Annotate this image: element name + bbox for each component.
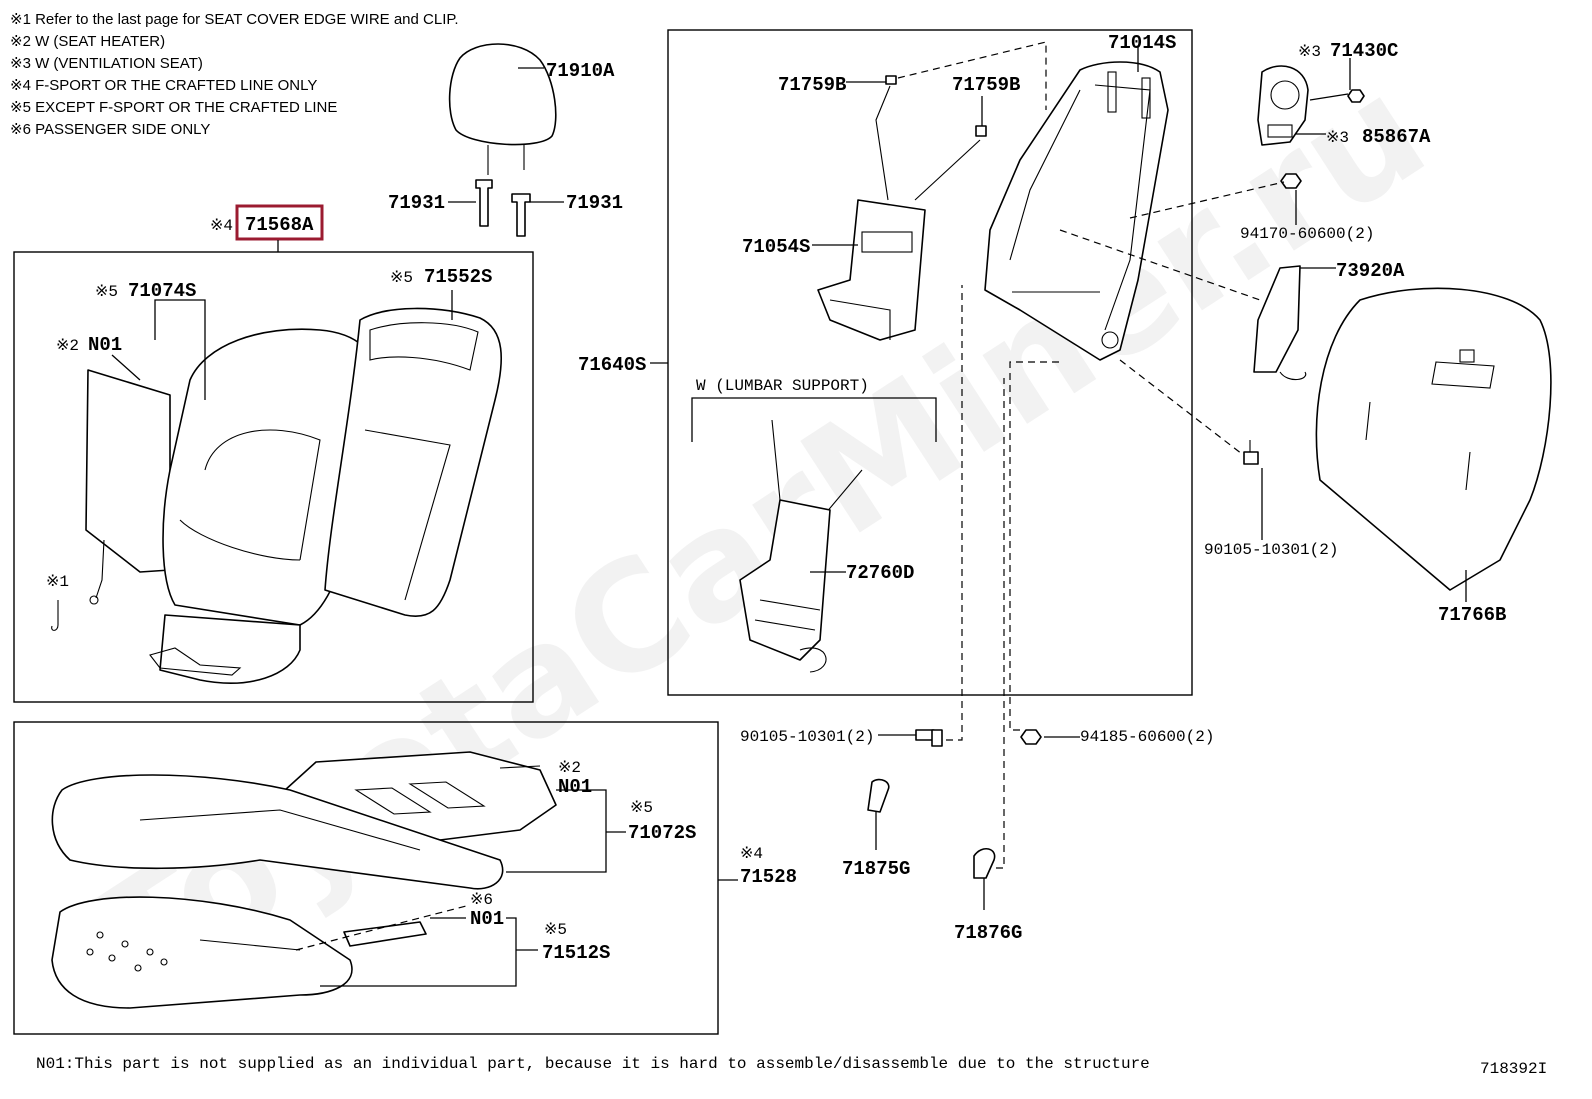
label-n01-back[interactable]: N01 bbox=[88, 334, 122, 356]
label-71759B-left[interactable]: 71759B bbox=[778, 74, 846, 96]
footer-note: N01:This part is not supplied as an indi… bbox=[36, 1055, 1150, 1073]
clip-71876G bbox=[973, 848, 996, 879]
label-71568A[interactable]: 71568A bbox=[245, 214, 314, 236]
airbag-73920A bbox=[1253, 265, 1301, 373]
note-1: ※1 Refer to the last page for SEAT COVER… bbox=[10, 11, 459, 28]
label-71931-left[interactable]: 71931 bbox=[388, 192, 445, 214]
highlighted-part-callout: ※4 71568A bbox=[210, 204, 324, 252]
cushion-cover bbox=[51, 774, 504, 890]
note-n01-lower: ※6 bbox=[470, 891, 493, 909]
label-71910A[interactable]: 71910A bbox=[546, 60, 615, 82]
label-71552S[interactable]: 71552S bbox=[424, 266, 492, 288]
occupant-sensor bbox=[343, 921, 427, 947]
label-73920A[interactable]: 73920A bbox=[1336, 260, 1405, 282]
label-71766B[interactable]: 71766B bbox=[1438, 604, 1506, 626]
label-71512S[interactable]: 71512S bbox=[542, 942, 610, 964]
label-71014S[interactable]: 71014S bbox=[1108, 32, 1176, 54]
note-71072S: ※5 bbox=[630, 799, 653, 817]
clip-71875G bbox=[867, 778, 890, 813]
seat-heater-pad bbox=[85, 369, 171, 573]
lumbar-plate-71054S bbox=[817, 199, 926, 341]
headrest-group: 71910A 71931 71931 bbox=[388, 43, 623, 237]
seatback-rear-panel bbox=[324, 307, 503, 617]
label-71054S[interactable]: 71054S bbox=[742, 236, 810, 258]
note-4: ※4 F-SPORT OR THE CRAFTED LINE ONLY bbox=[10, 77, 317, 94]
note-n01-back: ※2 bbox=[56, 337, 79, 355]
note-3: ※3 W (VENTILATION SEAT) bbox=[10, 55, 203, 72]
notes-list: ※1 Refer to the last page for SEAT COVER… bbox=[10, 11, 459, 138]
lumbar-support-72760D bbox=[739, 499, 831, 661]
label-71528[interactable]: 71528 bbox=[740, 866, 797, 888]
note-n01-cushion: ※2 bbox=[558, 759, 581, 777]
label-94170-60600[interactable]: 94170-60600(2) bbox=[1240, 225, 1374, 243]
label-71931-right[interactable]: 71931 bbox=[566, 192, 623, 214]
seat-base-flap bbox=[159, 614, 301, 684]
note-71552S: ※5 bbox=[390, 269, 413, 287]
cushion-pad bbox=[51, 896, 353, 1009]
guide-right bbox=[511, 193, 531, 237]
side-parts: ※3 71430C ※3 85867A 94170-60600(2) 73920… bbox=[740, 40, 1552, 944]
note-71512S: ※5 bbox=[544, 921, 567, 939]
note-71528: ※4 bbox=[740, 845, 763, 863]
headrest-shape bbox=[448, 43, 557, 146]
label-71875G[interactable]: 71875G bbox=[842, 858, 910, 880]
note-star1: ※1 bbox=[46, 573, 69, 591]
seatback-frame-parts: 71759B 71759B 71054S 71014S W (LUMBAR SU… bbox=[691, 32, 1176, 673]
highlight-prefix: ※4 bbox=[210, 217, 233, 235]
seat-frame-71014S bbox=[984, 61, 1169, 361]
label-71430C[interactable]: 71430C bbox=[1330, 40, 1398, 62]
label-n01-lower[interactable]: N01 bbox=[470, 908, 504, 930]
note-71074S: ※5 bbox=[95, 283, 118, 301]
label-94185-60600[interactable]: 94185-60600(2) bbox=[1080, 728, 1214, 746]
seat-cushion-parts: ※2 N01 ※5 71072S ※6 N01 ※5 71512S bbox=[51, 751, 696, 1009]
lumbar-support-title: W (LUMBAR SUPPORT) bbox=[696, 377, 869, 395]
seat-cushion-box bbox=[13, 721, 719, 1035]
diagram-id: 718392I bbox=[1480, 1060, 1547, 1078]
note-5: ※5 EXCEPT F-SPORT OR THE CRAFTED LINE bbox=[10, 99, 337, 116]
note-85867A: ※3 bbox=[1326, 129, 1349, 147]
seatback-cover-box bbox=[13, 251, 534, 703]
label-71640S[interactable]: 71640S bbox=[578, 354, 646, 376]
note-71430C: ※3 bbox=[1298, 43, 1321, 61]
guide-left bbox=[475, 179, 493, 227]
highlight-box bbox=[235, 204, 324, 241]
label-72760D[interactable]: 72760D bbox=[846, 562, 914, 584]
note-6: ※6 PASSENGER SIDE ONLY bbox=[10, 121, 210, 138]
note-2: ※2 W (SEAT HEATER) bbox=[10, 33, 165, 50]
label-71072S[interactable]: 71072S bbox=[628, 822, 696, 844]
label-90105-10301-right[interactable]: 90105-10301(2) bbox=[1204, 541, 1338, 559]
label-71876G[interactable]: 71876G bbox=[954, 922, 1022, 944]
label-85867A[interactable]: 85867A bbox=[1362, 126, 1431, 148]
label-71074S[interactable]: 71074S bbox=[128, 280, 196, 302]
back-board-71766B bbox=[1315, 287, 1552, 591]
label-71759B-right[interactable]: 71759B bbox=[952, 74, 1020, 96]
label-n01-cushion[interactable]: N01 bbox=[558, 776, 592, 798]
seatback-cover-parts: ※1 ※5 71074S ※2 N01 ※5 71552S bbox=[46, 266, 503, 684]
label-90105-10301-bottom[interactable]: 90105-10301(2) bbox=[740, 728, 874, 746]
